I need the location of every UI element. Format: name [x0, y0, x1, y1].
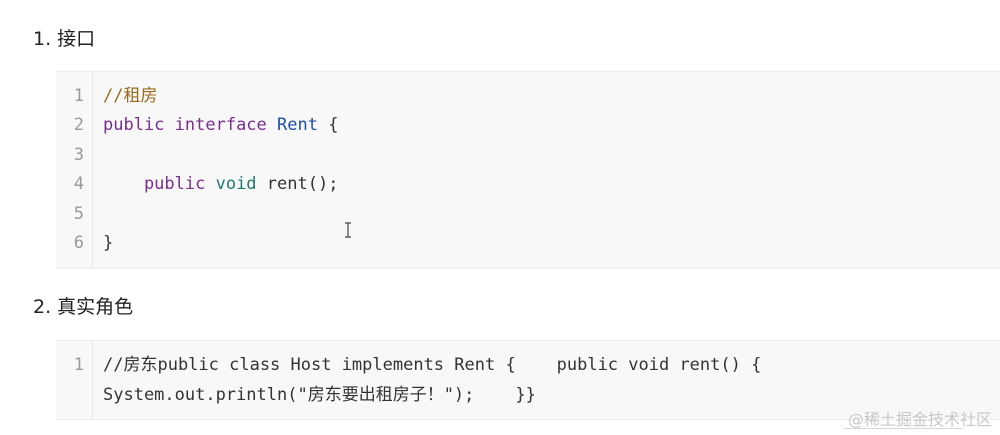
line-number: 3: [73, 144, 84, 165]
code-token: //房东public class Host implements Rent { …: [103, 355, 762, 375]
line-number: 6: [73, 233, 84, 253]
code-token: }: [103, 233, 114, 253]
line-number: 1: [73, 355, 84, 375]
code-line: System.out.println("房东要出租房子！"); }}: [103, 381, 536, 410]
bottom-overlay-fragment: [843, 428, 963, 435]
line-number-gutter: [56, 72, 93, 268]
line-number: 1: [73, 86, 84, 106]
line-number: 2: [73, 115, 84, 136]
code-token: void: [215, 174, 267, 195]
code-line: public interface Rent {: [103, 111, 338, 140]
i-beam-cursor-icon: [345, 222, 351, 238]
watermark: @稀土掘金技术社区: [847, 410, 992, 429]
line-number: [56, 381, 84, 410]
section-heading-real-role: 2. 真实角色: [33, 296, 134, 318]
line-number: 5: [73, 203, 84, 224]
line-number-gutter: [56, 341, 93, 419]
code-line: //房东public class Host implements Rent { …: [103, 351, 761, 380]
code-token: public: [103, 174, 216, 195]
code-token: interface: [174, 115, 278, 136]
code-block-real-role: 1 //房东public class Host implements Rent {…: [56, 340, 1000, 420]
code-token: {: [317, 115, 339, 136]
code-line: }: [103, 229, 113, 258]
section-heading-interface: 1. 接口: [33, 28, 96, 50]
code-token: rent();: [266, 174, 339, 195]
code-token: //租房: [103, 86, 158, 106]
code-token: Rent: [277, 115, 318, 136]
code-token: System.out.println("房东要出租房子！"); }}: [103, 385, 536, 405]
code-line: //租房: [103, 82, 157, 111]
code-token: public: [103, 115, 175, 136]
line-number: 4: [73, 174, 84, 195]
code-line: public void rent();: [103, 170, 339, 199]
